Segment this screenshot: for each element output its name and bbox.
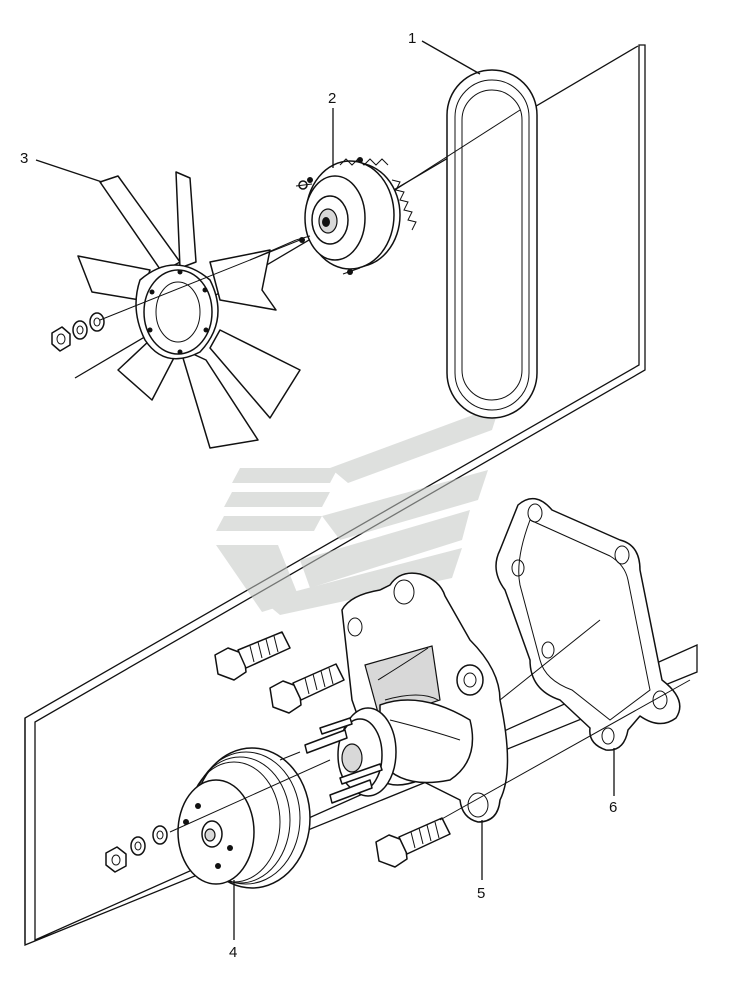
callout-3: 3	[20, 150, 28, 167]
pump-gasket	[495, 497, 681, 751]
fan-nut-washer-set	[51, 312, 105, 352]
cooling-fan	[77, 171, 301, 449]
callout-4: 4	[229, 944, 237, 961]
pump-bolt-middle	[269, 663, 345, 714]
water-pump-pulley	[177, 747, 311, 889]
pump-bolt-lower	[375, 817, 451, 868]
pulley-nut-washer-set	[105, 825, 168, 873]
callout-6: 6	[609, 799, 617, 816]
upper-assembly-plane	[24, 44, 698, 946]
v-belt	[446, 69, 538, 419]
callout-2: 2	[328, 90, 336, 107]
callout-1: 1	[408, 30, 416, 47]
fan-clutch	[295, 157, 417, 275]
water-pump	[304, 572, 509, 823]
pump-bolt-upper	[214, 631, 291, 681]
callout-5: 5	[477, 885, 485, 902]
leader-lines	[35, 40, 615, 940]
watermark-logo	[216, 405, 500, 615]
